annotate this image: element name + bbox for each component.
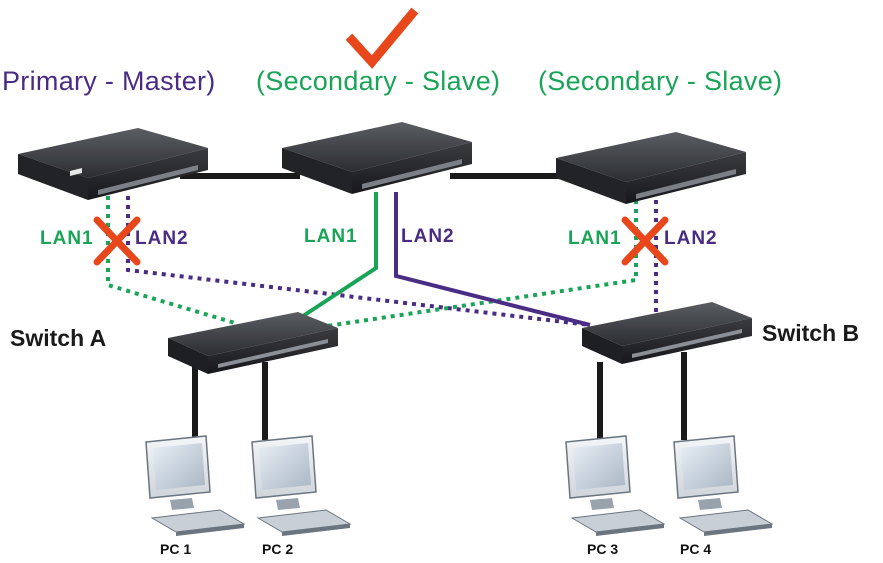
lan1-link-router1-switchA <box>106 196 236 325</box>
lan1-link-router2-switchA <box>298 192 378 320</box>
switch-icon <box>582 302 752 364</box>
cross-icon <box>621 216 669 266</box>
role-label-secondary-slave-1: (Secondary - Slave) <box>256 66 501 96</box>
pc4-label: PC 4 <box>680 541 712 557</box>
lan2-label-router2: LAN2 <box>401 226 455 247</box>
router-icon <box>282 122 472 194</box>
pc-icon <box>145 435 246 536</box>
pc-icon <box>251 435 352 536</box>
lan1-label-router3: LAN1 <box>568 228 622 249</box>
pc3-label: PC 3 <box>587 541 619 557</box>
lan2-link-router1-switchB <box>126 196 591 327</box>
lan2-link-router2-switchB <box>394 192 591 327</box>
pc-icon <box>673 435 774 536</box>
lan1-link-router3-switchA <box>299 200 638 332</box>
lan2-label-router1: LAN2 <box>135 228 189 249</box>
router-icon <box>18 128 208 200</box>
role-label-secondary-slave-2: (Secondary - Slave) <box>538 66 783 96</box>
pc1-label: PC 1 <box>160 541 192 557</box>
pc2-label: PC 2 <box>262 541 294 557</box>
role-label-primary-master: Primary - Master) <box>2 66 216 96</box>
router-icon <box>556 132 746 204</box>
check-icon <box>345 7 419 69</box>
lan2-label-router3: LAN2 <box>664 228 718 249</box>
cross-icon <box>93 216 141 266</box>
switch-b-label: Switch B <box>762 320 860 346</box>
lan1-label-router1: LAN1 <box>40 228 94 249</box>
pc-icon <box>565 435 666 536</box>
switch-icon <box>168 312 338 374</box>
lan1-label-router2: LAN1 <box>304 226 358 247</box>
switch-a-label: Switch A <box>10 325 107 351</box>
